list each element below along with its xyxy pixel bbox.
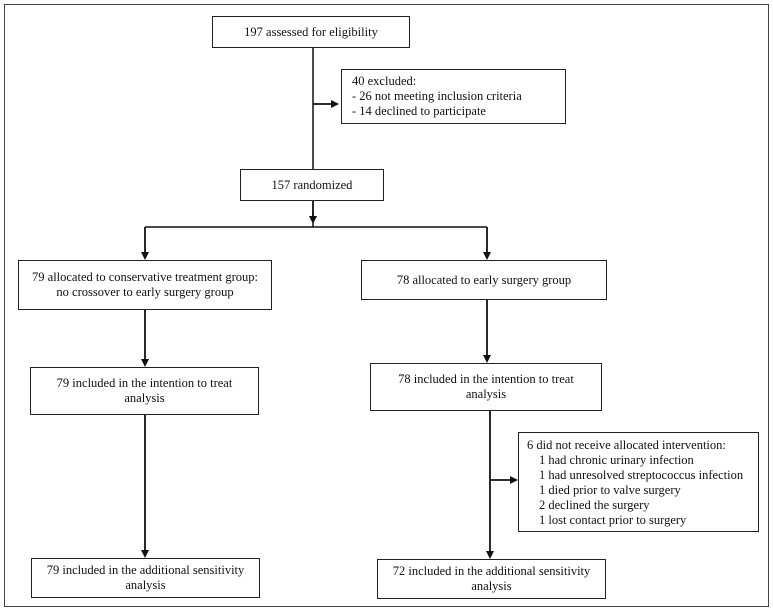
not-received-item: 1 had unresolved streptococcus infection (539, 468, 744, 482)
early-sensitivity-line: analysis (471, 579, 512, 593)
conservative-sensitivity-box: 79 included in the additional sensitivit… (31, 558, 260, 598)
early-sensitivity-box: 72 included in the additional sensitivit… (377, 559, 606, 599)
excluded-title: 40 excluded: (352, 74, 417, 88)
not-received-item: 1 had chronic urinary infection (539, 453, 694, 467)
not-received-item: 1 died prior to valve surgery (539, 483, 681, 497)
excluded-item: - 26 not meeting inclusion criteria (352, 89, 522, 103)
not-received-item: 1 lost contact prior to surgery (539, 513, 687, 527)
conservative-allocated-line: 79 allocated to conservative treatment g… (32, 270, 258, 284)
conservative-itt-line: 79 included in the intention to treat (56, 376, 233, 390)
conservative-itt-box: 79 included in the intention to treat an… (30, 367, 259, 415)
early-itt-line: analysis (465, 387, 507, 401)
assessed-box: 197 assessed for eligibility (212, 16, 410, 48)
not-received-title: 6 did not receive allocated intervention… (527, 438, 726, 452)
conservative-sensitivity-line: 79 included in the additional sensitivit… (46, 563, 245, 577)
early-allocated-text: 78 allocated to early surgery group (396, 272, 572, 287)
conservative-allocated-box: 79 allocated to conservative treatment g… (18, 260, 272, 310)
assessed-text: 197 assessed for eligibility (244, 24, 378, 39)
excluded-item: - 14 declined to participate (352, 104, 486, 118)
conservative-sensitivity-line: analysis (125, 578, 166, 592)
conservative-itt-line: analysis (124, 391, 165, 405)
diagram-frame (4, 4, 769, 607)
early-sensitivity-line: 72 included in the additional sensitivit… (392, 564, 591, 578)
early-itt-line: 78 included in the intention to treat (398, 372, 574, 386)
not-received-item: 2 declined the surgery (539, 498, 650, 512)
conservative-allocated-line: no crossover to early surgery group (56, 285, 234, 299)
randomized-text: 157 randomized (271, 177, 353, 192)
early-itt-box: 78 included in the intention to treat an… (370, 363, 602, 411)
excluded-box: 40 excluded: - 26 not meeting inclusion … (341, 69, 566, 124)
early-allocated-box: 78 allocated to early surgery group (361, 260, 607, 300)
not-received-box: 6 did not receive allocated intervention… (518, 432, 759, 532)
randomized-box: 157 randomized (240, 169, 384, 201)
